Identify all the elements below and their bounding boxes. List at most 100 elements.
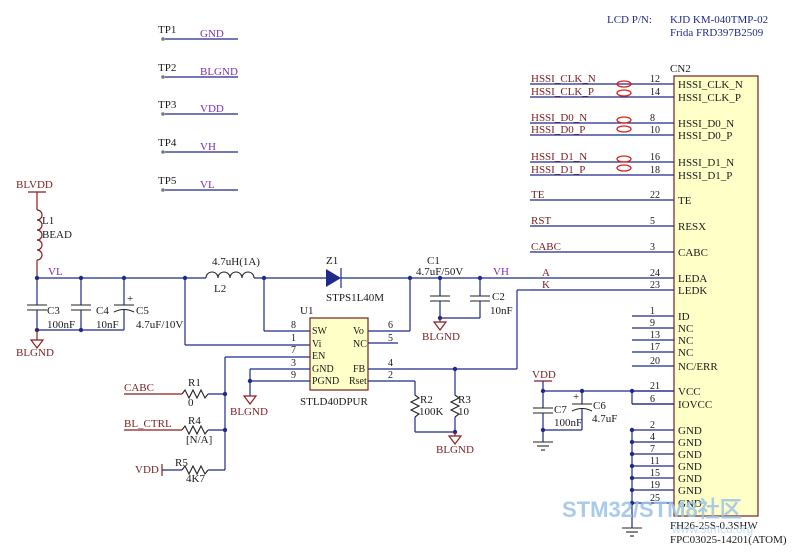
watermark-brand: STM32/STM8社区 (562, 497, 742, 522)
cn2-pin-name: RESX (678, 221, 706, 233)
svg-text:1: 1 (291, 333, 296, 344)
bl-ctrl-net-label: BL_CTRL (124, 418, 172, 430)
cn2-pin-name: GND (678, 498, 702, 510)
l1-ref: L1 (42, 215, 54, 227)
ground-symbol-c7 (533, 441, 553, 451)
cn2-pin-name: NC/ERR (678, 361, 718, 373)
r2-ref: R2 (420, 394, 433, 406)
vl-net-label: VL (48, 266, 63, 278)
test-point-tp2: TP2 BLGND (158, 62, 238, 79)
l2-val: 4.7uH(1A) (212, 256, 260, 268)
cn2-pin-name: HSSI_D1_N (678, 157, 734, 169)
blvdd-power-port: BLVDD (16, 179, 53, 210)
cn2-net-label: HSSI_CLK_P (531, 86, 594, 98)
cn2-pin-name: HSSI_D0_P (678, 130, 732, 142)
cn2-pin-number: 17 (650, 342, 660, 353)
tp-net: BLGND (200, 66, 238, 78)
c2-ref: C2 (492, 291, 505, 303)
svg-text:GND: GND (312, 364, 334, 375)
capacitor-c3: C3 100nF (27, 278, 75, 331)
tp-net: GND (200, 28, 224, 40)
resistor-r4: R4 [N/A] (181, 415, 212, 446)
c1-val: 4.7uF/50V (416, 266, 463, 278)
test-point-tp1: TP1 GND (158, 24, 238, 41)
ground-symbol (447, 435, 463, 445)
cn2-pin-name: NC (678, 347, 693, 359)
r2-val: 100K (419, 406, 444, 418)
cn2-pin-number: 11 (650, 456, 660, 467)
r4-ref: R4 (188, 415, 201, 427)
cn2-ref: CN2 (670, 63, 691, 75)
c7-val: 100nF (554, 417, 582, 429)
blgnd-label-r3: BLGND (436, 444, 474, 456)
cn2-pin-name: CABC (678, 247, 708, 259)
cn2-pin: 17 NC (632, 342, 693, 359)
cn2-pin-number: 19 (650, 480, 660, 491)
l1-val: BEAD (42, 229, 72, 241)
u1-part: STLD40DPUR (300, 396, 369, 408)
cn2-pin-number: 20 (650, 356, 660, 367)
test-point-tp4: TP4 VH (158, 137, 238, 154)
inductor-l2: 4.7uH(1A) L2 (205, 256, 260, 295)
cn2-pin-number: 6 (650, 394, 655, 405)
cn2-pin-name: VCC (678, 386, 701, 398)
cn2-pin-number: 15 (650, 468, 660, 479)
resistor-r3: R3 10 (449, 394, 471, 418)
u1-ref: U1 (300, 305, 313, 317)
resistor-r1: R1 0 (181, 377, 209, 409)
cn2-pin: 4 GND (629, 432, 702, 449)
svg-text:6: 6 (388, 320, 393, 331)
cn2-pin-name: HSSI_CLK_N (678, 79, 743, 91)
tp-ref: TP4 (158, 137, 177, 149)
cn2-pin: 10 HSSI_D0_P HSSI_D0_P (530, 124, 732, 142)
svg-text:7: 7 (291, 345, 296, 356)
tp-ref: TP5 (158, 175, 177, 187)
svg-text:SW: SW (312, 326, 328, 337)
connector-cn2: CN2 FH26-25S-0.3SHW FPC03025-14201(ATOM) (670, 63, 787, 546)
cn2-pin-number: 25 (650, 493, 660, 504)
cn2-pin-number: 12 (650, 74, 660, 85)
cn2-pin-number: 8 (650, 113, 655, 124)
svg-text:+: + (127, 293, 133, 305)
cn2-pin-name: GND (678, 449, 702, 461)
r1-val: 0 (188, 397, 194, 409)
lcd-pn-label: LCD P/N: (607, 14, 652, 26)
cn2-pin-number: 22 (650, 190, 660, 201)
svg-text:9: 9 (291, 370, 296, 381)
cn2-pin-name: GND (678, 437, 702, 449)
cn2-pin-number: 10 (650, 125, 660, 136)
cn2-net-label: TE (531, 189, 545, 201)
resistor-r2: R2 100K (409, 394, 444, 418)
cn2-pin: 20 NC/ERR (632, 356, 718, 373)
cn2-part1: FH26-25S-0.3SHW (670, 520, 758, 532)
cn2-net-label: HSSI_D0_P (531, 124, 585, 136)
cn2-net-label: RST (531, 215, 551, 227)
r5-val: 4K7 (186, 473, 205, 485)
vdd-net-label: VDD (532, 369, 556, 381)
cn2-pin-number: 5 (650, 216, 655, 227)
cn2-net-label: K (542, 279, 550, 291)
cn2-pin-name: GND (678, 425, 702, 437)
cn2-pin-name: GND (678, 461, 702, 473)
diode-z1: Z1 STPS1L40M (326, 255, 384, 304)
svg-text:EN: EN (312, 351, 325, 362)
c5-ref: C5 (136, 305, 149, 317)
r3-val: 10 (458, 406, 470, 418)
cn2-pin-number: 23 (650, 280, 660, 291)
vdd-net-label-r5: VDD (135, 464, 159, 476)
c3-val: 100nF (47, 319, 75, 331)
ground-symbol (242, 395, 258, 405)
cn2-pin-number: 4 (650, 432, 655, 443)
ground-symbol-cn2 (622, 527, 642, 537)
cn2-pin-name: NC (678, 335, 693, 347)
cn2-pin-number: 3 (650, 242, 655, 253)
tp-net: VDD (200, 103, 224, 115)
svg-text:Rset: Rset (349, 376, 367, 387)
